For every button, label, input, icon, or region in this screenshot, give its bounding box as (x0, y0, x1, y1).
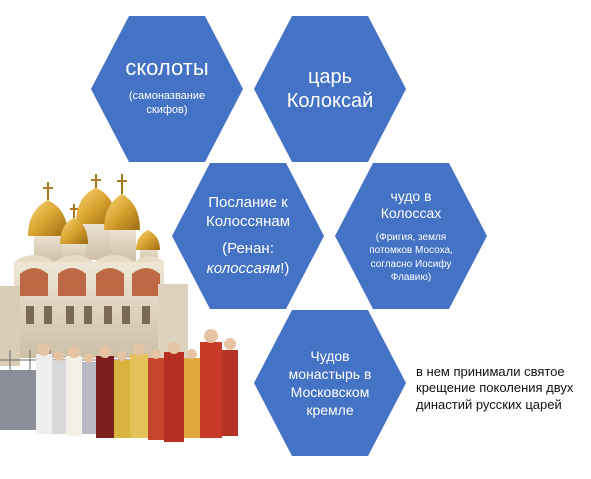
hexagon-note: (самоназвание скифов) (128, 89, 206, 117)
hexagon-title-line2: Колоксай (286, 90, 374, 112)
hexagon-title-line2: Колоссах (380, 205, 442, 221)
hexagon-tsar-koloksai: царь Колоксай (254, 16, 406, 162)
procession-crowd (0, 329, 238, 442)
hexagon-title-line1: чудо в (390, 187, 432, 204)
note-italic: колоссаям (206, 259, 281, 277)
hexagon-title-line1: царь (307, 66, 353, 88)
hexagon-note: (Ренан: колоссаям!) (207, 239, 290, 278)
hexagon-title-line1: Чудов (310, 347, 350, 364)
hexagon-title-line4: кремле (306, 402, 354, 419)
hexagon-miracle-colossae: чудо в Колоссах (Фригия, земля потомков … (335, 163, 487, 309)
hexagon-title-line3: Московском (290, 384, 370, 400)
hexagon-title: сколоты (125, 54, 209, 80)
note-prefix: (Ренан: (222, 240, 274, 258)
caption-text: в нем принимали святое крещение поколени… (416, 364, 574, 412)
hexagon-chudov-monastery: Чудов монастырь в Московском кремле (254, 310, 406, 456)
cathedral-procession-illustration (0, 174, 238, 442)
note-suffix: !) (280, 259, 290, 277)
hexagon-title-line1: Послание к (208, 193, 288, 211)
hexagon-note: (Фригия, земля потомков Мосоха, согласно… (369, 231, 453, 284)
hexagon-title-line2: монастырь в (288, 365, 372, 382)
hexagon-title-line2: Колоссянам (205, 212, 291, 230)
hexagon-skoloty: сколоты (самоназвание скифов) (91, 16, 243, 162)
golden-dome-icon (28, 188, 160, 250)
